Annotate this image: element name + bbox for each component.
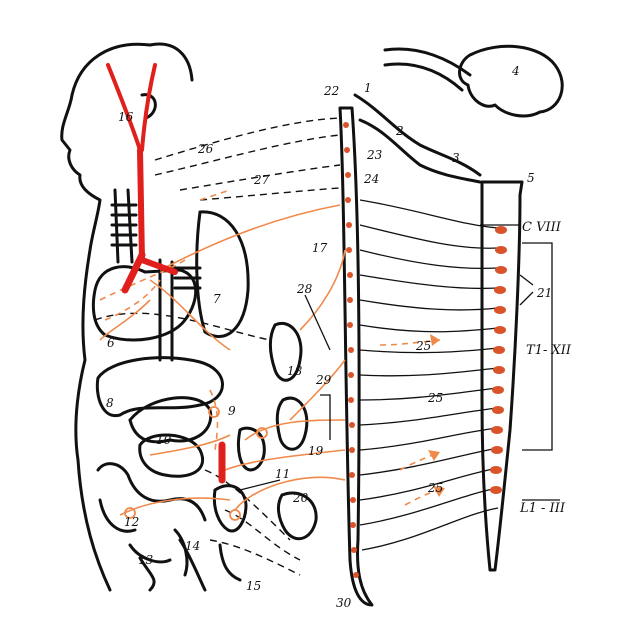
label-30: 30 — [336, 596, 352, 610]
label-9: 9 — [228, 404, 236, 418]
cerebellum-link — [353, 93, 482, 177]
heart — [91, 265, 198, 342]
label-8: 8 — [106, 396, 114, 410]
label-10: 10 — [156, 433, 172, 447]
liver — [95, 356, 224, 418]
label-24: 24 — [364, 172, 380, 186]
label-5: 5 — [527, 171, 535, 185]
body-outline — [60, 42, 152, 592]
intestine-loop — [138, 433, 204, 478]
label-17: 17 — [312, 241, 328, 255]
sympathetic-trunk — [338, 106, 374, 607]
label-1: 1 — [364, 81, 372, 95]
label-6: 6 — [107, 336, 115, 350]
label-16: 16 — [118, 110, 134, 124]
label-21: 21 — [537, 286, 553, 300]
brainstem — [383, 47, 472, 92]
aorta — [158, 258, 174, 362]
label-18: 18 — [287, 364, 303, 378]
kidney-left — [269, 322, 303, 382]
label-t1-xii: T1- XII — [526, 343, 571, 358]
label-11: 11 — [275, 467, 291, 481]
label-3: 3 — [452, 151, 460, 165]
label-cviii: C VIII — [522, 220, 561, 235]
skull-back — [148, 42, 194, 82]
spinal-cord-right — [480, 180, 524, 572]
label-23: 23 — [367, 148, 383, 162]
label-26: 26 — [198, 142, 214, 156]
label-15: 15 — [246, 579, 262, 593]
label-25-b: 25 — [428, 391, 444, 405]
bladder-organ — [276, 491, 318, 541]
label-7: 7 — [213, 292, 221, 306]
label-29: 29 — [316, 373, 332, 387]
label-20: 20 — [293, 491, 309, 505]
label-28: 28 — [297, 282, 313, 296]
lung-right — [195, 210, 250, 338]
label-13: 13 — [138, 553, 154, 567]
label-27: 27 — [254, 173, 270, 187]
kidney-right — [275, 396, 309, 451]
label-2: 2 — [396, 124, 404, 138]
ear — [140, 93, 157, 120]
label-14: 14 — [185, 539, 201, 553]
stomach — [128, 396, 213, 444]
label-4: 4 — [512, 64, 520, 78]
label-19: 19 — [308, 444, 324, 458]
brain — [458, 44, 564, 118]
label-22: 22 — [324, 84, 340, 98]
label-l1-iii: L1 - III — [520, 501, 565, 516]
label-25-a: 25 — [416, 339, 432, 353]
label-12: 12 — [124, 515, 140, 529]
colon-sigmoid — [173, 528, 189, 577]
label-25-c: 25 — [428, 481, 444, 495]
